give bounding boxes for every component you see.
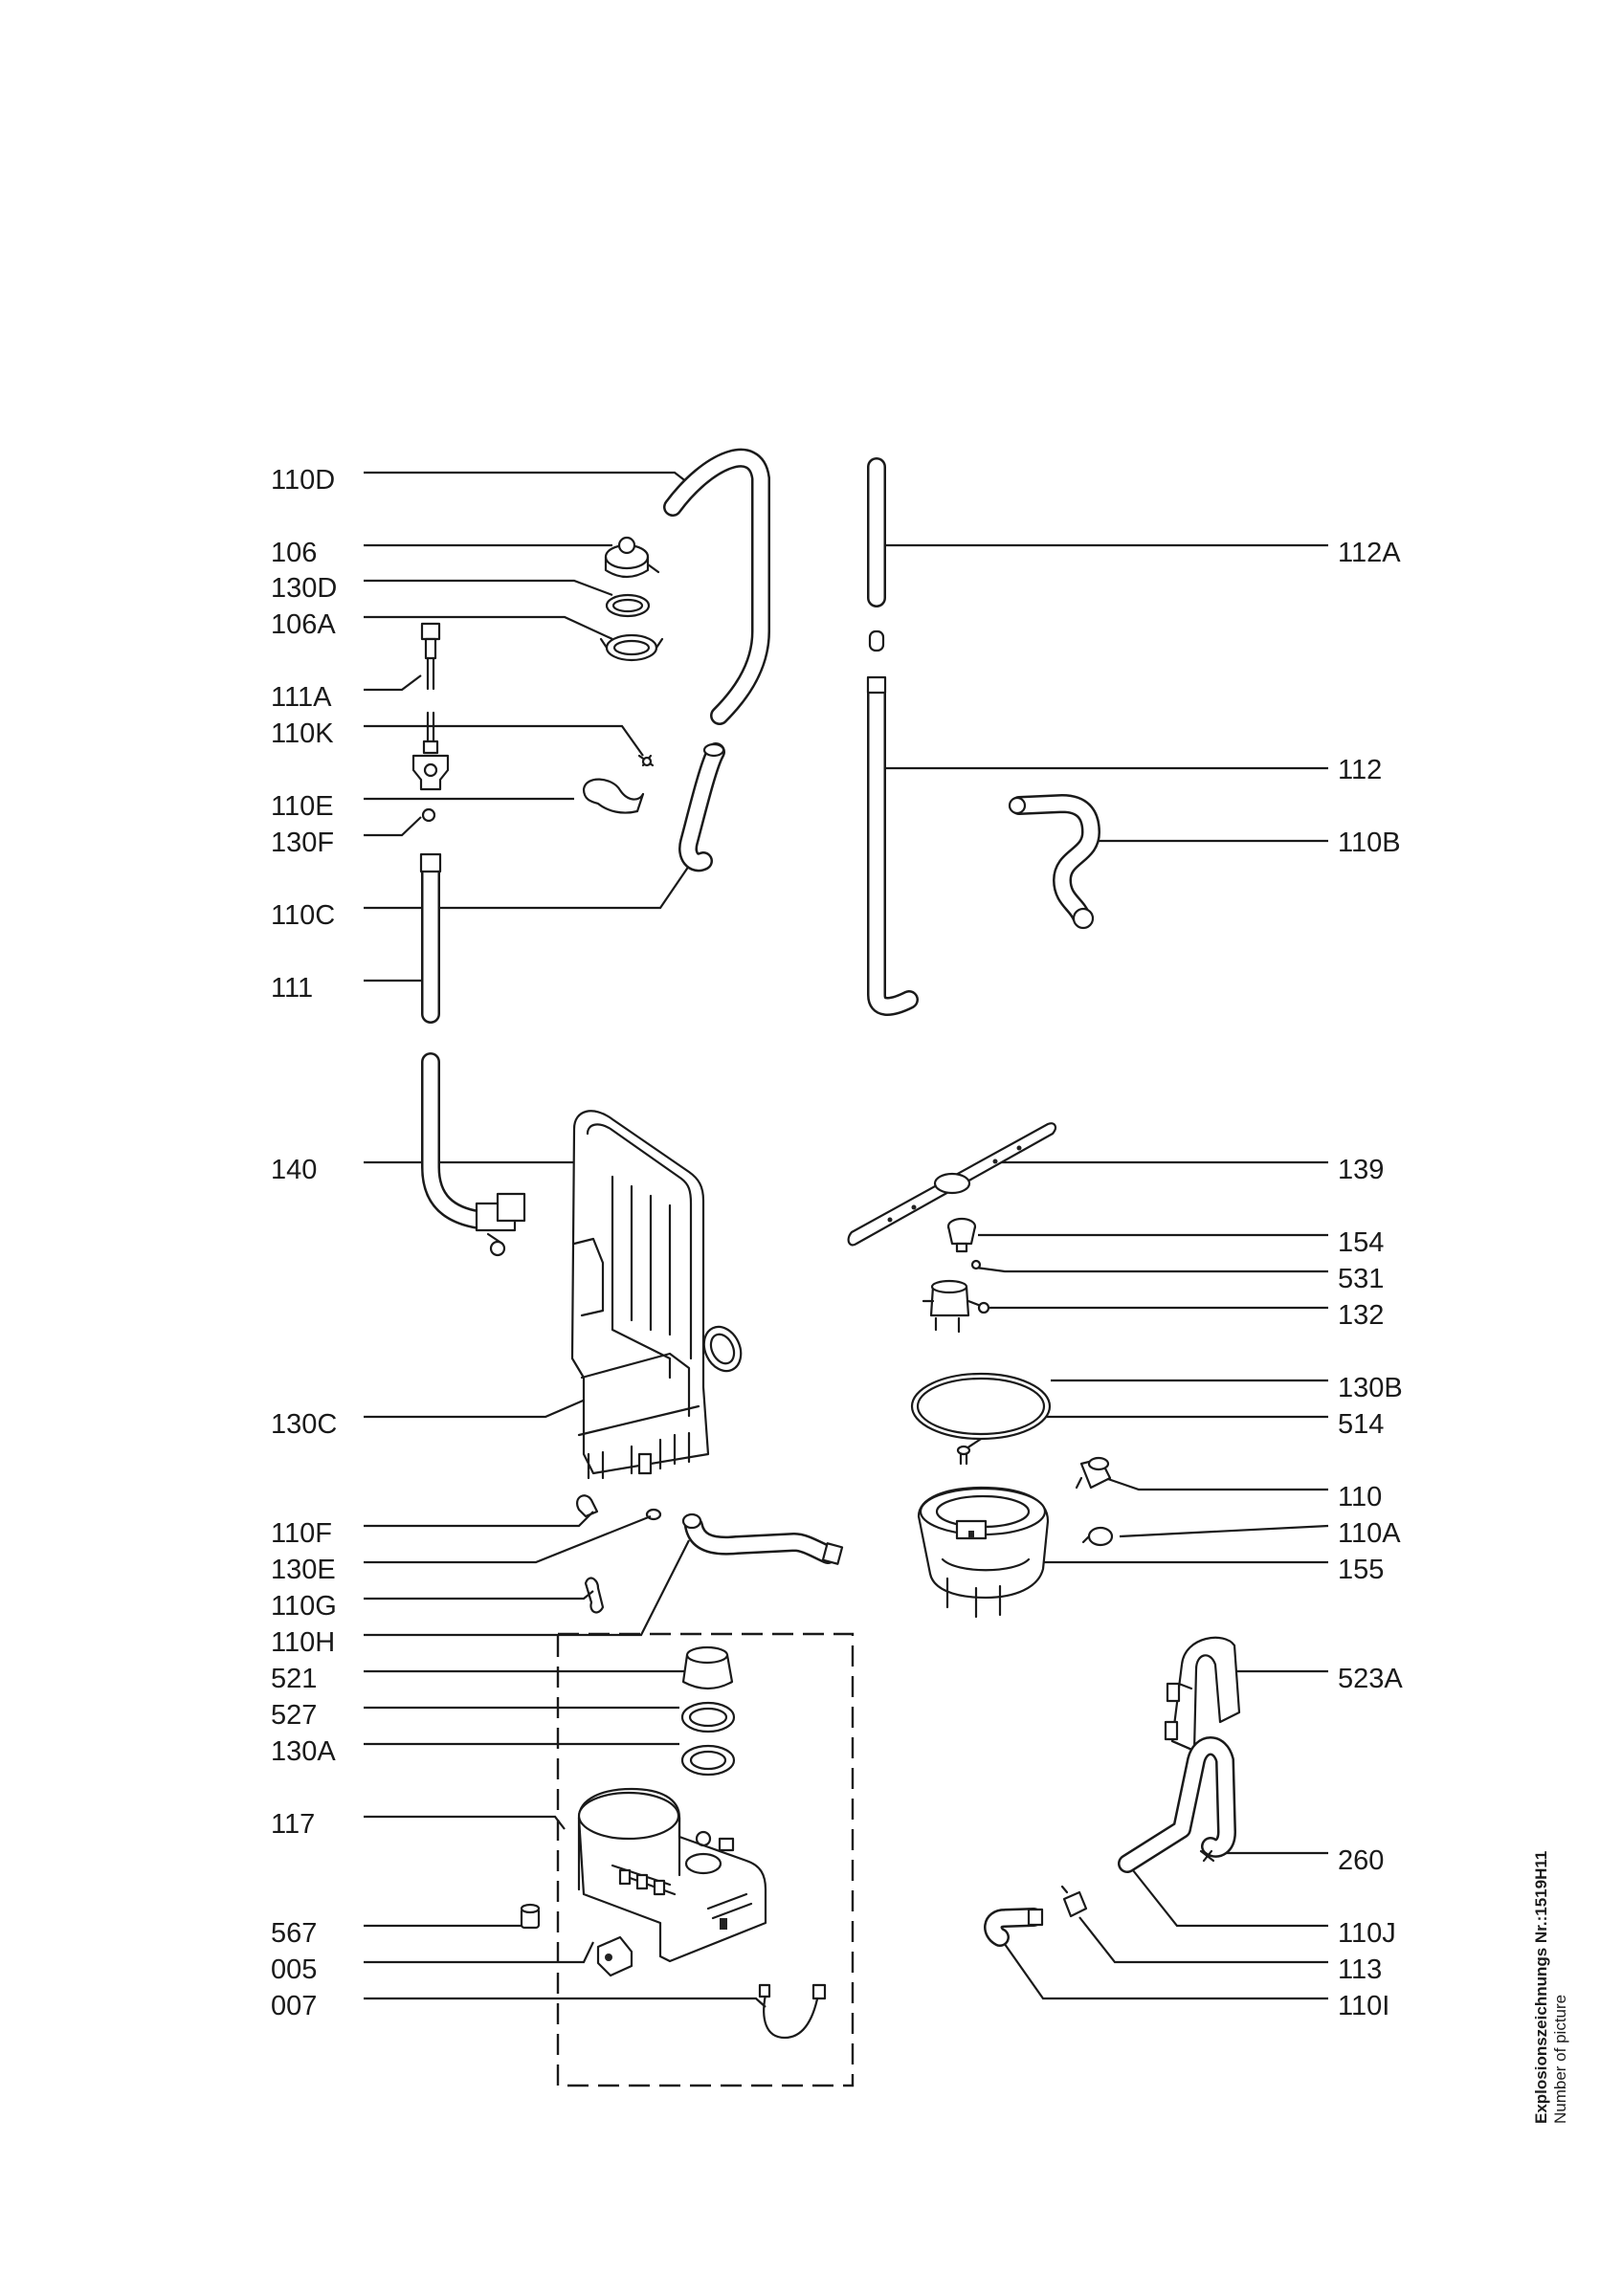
part-567-cap [520, 1903, 541, 1930]
callout-139: 139 [1338, 1155, 1384, 1185]
part-110K-fitting [411, 711, 655, 791]
callout-514: 514 [1338, 1409, 1384, 1440]
callout-112A: 112A [1338, 538, 1401, 568]
callout-130B: 130B [1338, 1373, 1403, 1403]
part-110G-clip [584, 1577, 605, 1614]
part-coupler [868, 629, 885, 652]
part-110B-hose [1008, 794, 1100, 930]
callout-112: 112 [1338, 755, 1382, 785]
part-521-cap [681, 1645, 734, 1690]
part-154-nozzle [946, 1217, 977, 1253]
part-130D-ring [605, 593, 651, 618]
callout-140: 140 [271, 1155, 317, 1185]
callout-110E: 110E [271, 791, 334, 822]
leader-lines [364, 471, 1329, 2008]
part-117-container [577, 1787, 767, 1963]
callout-130E: 130E [271, 1555, 336, 1585]
part-110-fitting [1075, 1456, 1112, 1490]
part-130F-washer [421, 807, 436, 823]
part-523A-bracket [1164, 1636, 1241, 1753]
callout-567: 567 [271, 1918, 317, 1949]
callout-130A: 130A [271, 1736, 336, 1767]
right-callouts: 112A 112 110B 139 154 531 132 130B 514 1… [1338, 538, 1403, 2021]
part-130E-oring [645, 1508, 662, 1521]
part-106-valve [604, 536, 660, 579]
part-140-panel [570, 1110, 710, 1480]
part-139-spray-arm [847, 1122, 1056, 1247]
callout-106: 106 [271, 538, 317, 568]
part-155-sump [917, 1486, 1050, 1619]
callout-111: 111 [271, 973, 313, 1004]
part-130A-ring [680, 1744, 736, 1777]
drawing-number: Explosionszeichnungs Nr.:1519H11 [1532, 1851, 1550, 2124]
part-005-switch [596, 1935, 633, 1977]
callout-110F: 110F [271, 1518, 332, 1549]
callout-117: 117 [271, 1809, 315, 1840]
part-130B-gasket [910, 1372, 1052, 1441]
callout-111A: 111A [271, 682, 332, 713]
part-140-pipe-valve [421, 1052, 526, 1257]
callout-523A: 523A [1338, 1664, 1403, 1694]
part-132-bearing [922, 1279, 990, 1334]
callout-527: 527 [271, 1700, 317, 1731]
callout-110I: 110I [1338, 1991, 1389, 2021]
callout-110D: 110D [271, 465, 335, 496]
callout-154: 154 [1338, 1227, 1384, 1258]
callout-130F: 130F [271, 828, 334, 858]
callout-132: 132 [1338, 1300, 1384, 1331]
part-110A-fitting [1081, 1526, 1114, 1547]
callout-155: 155 [1338, 1555, 1384, 1585]
callout-110B: 110B [1338, 828, 1401, 858]
part-130C-seal [702, 1325, 743, 1373]
part-110F-clip [576, 1494, 599, 1518]
part-110H-hose [681, 1512, 844, 1565]
left-callouts: 110D 106 130D 106A 111A 110K 110E 130F 1… [271, 465, 337, 2021]
part-111-pipe [419, 852, 442, 1024]
assembly-box-117 [556, 1632, 855, 2087]
part-110J-rod [1118, 1736, 1236, 1873]
callout-110: 110 [1338, 1482, 1382, 1512]
callout-130D: 130D [271, 573, 337, 604]
part-111A-fitting [420, 622, 441, 691]
part-110C-hose [678, 742, 725, 872]
callout-531: 531 [1338, 1264, 1384, 1294]
part-110E-clamp [582, 778, 645, 814]
callout-260: 260 [1338, 1845, 1384, 1876]
callout-110H: 110H [271, 1627, 335, 1658]
callout-110G: 110G [271, 1591, 337, 1622]
callout-521: 521 [271, 1664, 317, 1694]
part-110I-hose [984, 1908, 1044, 1947]
picture-caption: Number of picture [1551, 1995, 1569, 2124]
part-112-pipe [866, 675, 919, 1016]
footer-caption: Explosionszeichnungs Nr.:1519H11 Number … [1532, 1851, 1569, 2124]
part-007-wire [758, 1983, 827, 2040]
part-113-fitting [1060, 1885, 1088, 1918]
part-106A-clip [599, 633, 664, 662]
callout-110C: 110C [271, 900, 335, 931]
part-110D-hose [663, 448, 770, 725]
callout-106A: 106A [271, 609, 336, 640]
callout-113: 113 [1338, 1954, 1382, 1985]
callout-130C: 130C [271, 1409, 337, 1440]
callout-007: 007 [271, 1991, 317, 2021]
part-514-screw [956, 1445, 971, 1466]
callout-110A: 110A [1338, 1518, 1401, 1549]
callout-110K: 110K [271, 718, 334, 749]
callout-110J: 110J [1338, 1918, 1396, 1949]
callout-005: 005 [271, 1954, 317, 1985]
part-531-screw [970, 1259, 982, 1270]
